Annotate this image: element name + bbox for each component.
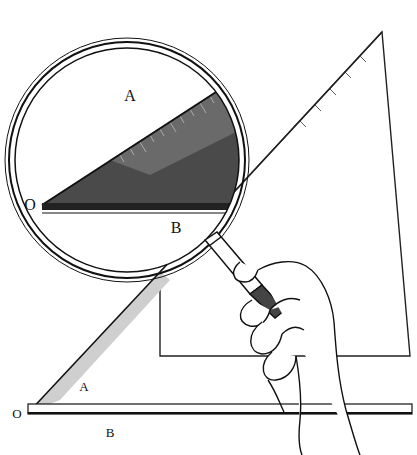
ruler-shading [28,272,170,413]
hand [234,262,360,455]
ray-oa [28,272,160,413]
ray-ob [28,404,412,414]
point-label: O [12,407,21,420]
point-label: B [106,426,115,439]
point-label: A [79,380,88,393]
point-label: O [24,197,36,213]
point-label: B [171,220,182,236]
magnified-angle [42,70,262,213]
point-label: A [124,88,136,104]
